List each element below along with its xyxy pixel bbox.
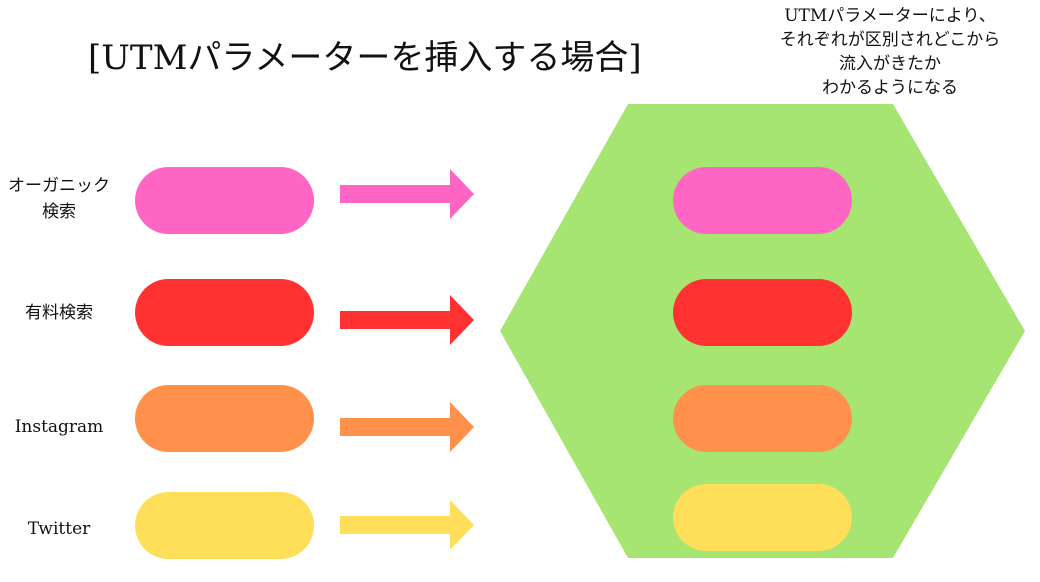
arrow-icon — [340, 169, 474, 219]
tracked-source-pill — [673, 385, 852, 452]
source-label-line: 検索 — [42, 202, 76, 222]
page-title: [UTMパラメーターを挿入する場合] — [88, 38, 642, 78]
tracked-source-pill — [673, 279, 852, 346]
source-label: Instagram — [0, 414, 118, 440]
arrow-icon — [340, 500, 474, 550]
source-label-line: Instagram — [14, 417, 104, 437]
source-pill — [135, 167, 314, 234]
note-line: それぞれが区別されどこから — [779, 30, 1001, 50]
source-pill — [135, 385, 314, 452]
note-line: わかるようになる — [822, 78, 958, 98]
tracked-source-pill — [673, 484, 852, 551]
note-line: 流入がきたか — [839, 54, 941, 74]
source-label-line: Twitter — [27, 519, 91, 539]
source-label: オーガニック検索 — [0, 173, 118, 225]
note-line: UTMパラメーターにより、 — [784, 6, 996, 26]
explanation-note: UTMパラメーターにより、 それぞれが区別されどこから 流入がきたか わかるよう… — [740, 4, 1040, 100]
source-label-line: オーガニック — [8, 176, 110, 196]
arrow-icon — [340, 295, 474, 345]
arrow-icon — [340, 402, 474, 452]
source-label: 有料検索 — [0, 300, 118, 326]
tracked-source-pill — [673, 167, 852, 234]
source-label: Twitter — [0, 516, 118, 542]
source-pill — [135, 492, 314, 559]
source-pill — [135, 279, 314, 346]
source-label-line: 有料検索 — [25, 303, 93, 323]
